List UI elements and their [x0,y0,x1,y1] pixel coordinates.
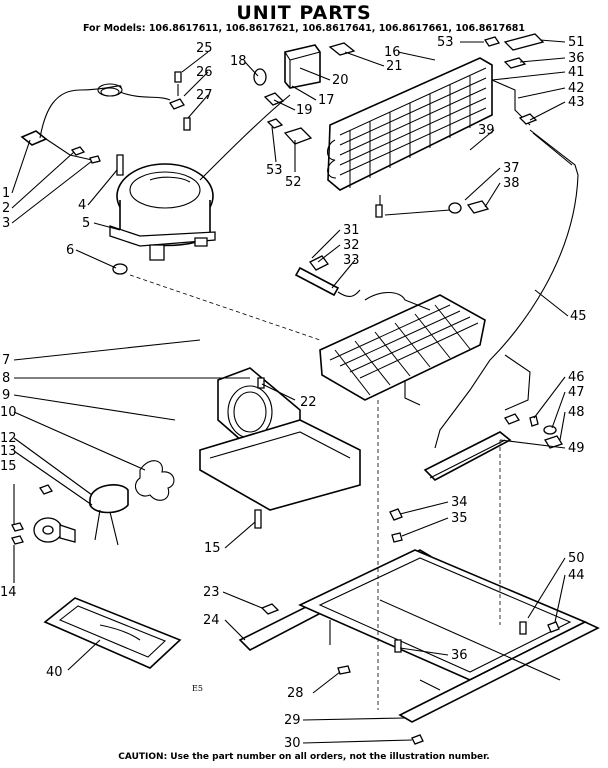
relay-screws [169,71,191,131]
callout-13: 13 [0,444,17,459]
callout-32: 32 [343,238,360,253]
leader-lines [11,39,569,744]
callout-31: 31 [343,223,360,238]
callout-14: 14 [0,585,17,600]
callout-16: 16 [384,45,401,60]
callout-22: 22 [300,395,317,410]
callout-24: 24 [203,613,220,628]
callout-35: 35 [451,511,468,526]
caution-note: CAUTION: Use the part number on all orde… [118,752,490,762]
callout-8: 8 [2,371,10,386]
callout-48: 48 [568,405,585,420]
callout-41: 41 [568,65,585,80]
callout-33: 33 [343,253,360,268]
base-frame [238,549,600,745]
callout-1: 1 [2,186,10,201]
callout-45: 45 [570,309,587,324]
callout-12: 12 [0,431,17,446]
condenser [326,57,531,218]
callout-18: 18 [230,54,247,69]
callout-47: 47 [568,385,585,400]
defrost-bracket [423,413,563,481]
guide-lines [129,274,501,710]
callout-36-top: 36 [568,51,585,66]
callout-21: 21 [386,59,403,74]
callout-36-lower: 36 [451,648,468,663]
callout-46: 46 [568,370,585,385]
callout-2: 2 [2,201,10,216]
filter-drier [294,255,361,298]
callout-51: 51 [568,35,585,50]
callout-37: 37 [503,161,520,176]
callout-49: 49 [568,441,585,456]
callout-6: 6 [66,243,74,258]
callout-7: 7 [2,353,10,368]
callout-5: 5 [82,216,90,231]
callout-39: 39 [478,123,495,138]
callout-44: 44 [568,568,585,583]
callout-10: 10 [0,405,17,420]
callout-28: 28 [287,686,304,701]
callout-53-lower: 53 [266,163,283,178]
model-list: For Models: 106.8617611, 106.8617621, 10… [82,23,526,34]
fan-assembly [11,367,361,546]
callout-4: 4 [78,198,86,213]
callout-19: 19 [296,103,313,118]
drain-pan [43,597,182,669]
compressor [109,94,291,275]
callout-3: 3 [2,216,10,231]
evaporator [319,291,486,406]
callout-50: 50 [568,551,585,566]
callout-23: 23 [203,585,220,600]
callout-43: 43 [568,95,585,110]
callout-15-lower: 15 [204,541,221,556]
tube-clips [389,508,403,543]
callout-27: 27 [196,88,213,103]
power-cord [20,83,171,164]
callout-34: 34 [451,495,468,510]
callout-9: 9 [2,388,10,403]
callout-25: 25 [196,41,213,56]
callout-20: 20 [332,73,349,88]
callout-38: 38 [503,176,520,191]
relay-assembly [253,33,545,145]
callout-labels: 1 2 3 4 5 6 7 8 9 10 12 13 15 14 40 25 2… [0,35,587,751]
callout-53-top: 53 [437,35,454,50]
callout-52: 52 [285,175,302,190]
callout-26: 26 [196,65,213,80]
figure-code: E5 [192,684,203,693]
page-title: UNIT PARTS [236,2,372,24]
callout-17: 17 [318,93,335,108]
callout-40: 40 [46,665,63,680]
callout-29: 29 [284,713,301,728]
callout-42: 42 [568,81,585,96]
callout-30: 30 [284,736,301,751]
callout-15-left: 15 [0,459,17,474]
